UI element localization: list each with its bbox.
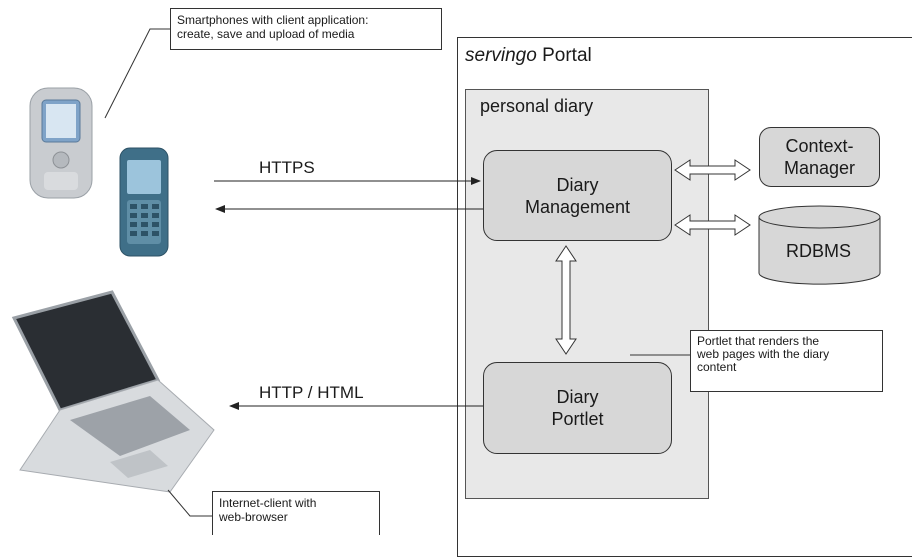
smartphones-callout: Smartphones with client application: cre…	[170, 8, 442, 50]
portal-title: servingo Portal	[465, 45, 592, 66]
http-html-label: HTTP / HTML	[259, 383, 364, 402]
device-illustrations	[11, 87, 215, 493]
personal-diary-title: personal diary	[480, 96, 594, 116]
internet-client-callout: Internet-client with web-browser	[212, 491, 380, 535]
rdbms-cylinder	[758, 205, 881, 285]
laptop-icon	[11, 290, 215, 493]
smartphones-leader-line	[104, 28, 170, 119]
management-portlet-double-arrow	[555, 245, 577, 355]
connectors	[104, 28, 751, 517]
portlet-note-callout: Portlet that renders the web pages with …	[690, 330, 883, 392]
diary-portlet-node: Diary Portlet	[483, 362, 672, 454]
smartphone-icon	[29, 87, 93, 199]
diary-management-node: Diary Management	[483, 150, 672, 241]
context-manager-double-arrow	[674, 159, 751, 181]
internet-client-leader-line	[167, 489, 212, 517]
rdbms-double-arrow	[674, 214, 751, 236]
smartphone-icon	[119, 147, 169, 257]
context-manager-node: Context- Manager	[759, 127, 880, 187]
rdbms-label: RDBMS	[786, 241, 852, 261]
https-label: HTTPS	[259, 158, 315, 177]
